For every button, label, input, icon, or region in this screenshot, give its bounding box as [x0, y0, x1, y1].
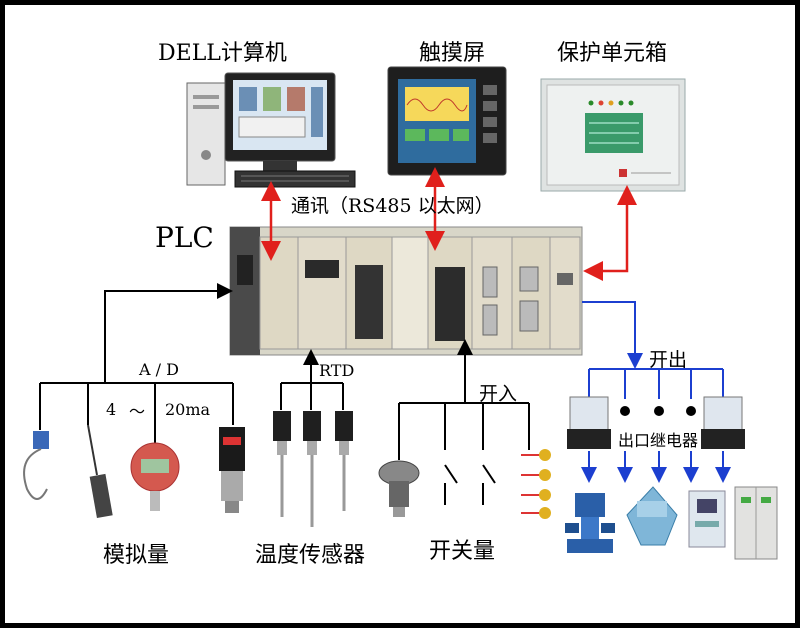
pump-icon: [565, 493, 615, 553]
touchscreen-label: 触摸屏: [419, 41, 486, 66]
protection-unit-icon: [540, 78, 686, 192]
relay-dots: [620, 406, 696, 416]
comm-label: 通讯（RS485 以太网）: [291, 195, 494, 217]
di-wiring: [398, 339, 530, 505]
computer-icon: [186, 72, 356, 188]
do-wiring: [581, 301, 731, 483]
switch-label: 开关量: [429, 539, 496, 564]
temperature-sensor-icons: [273, 411, 353, 527]
diagram-canvas: DELL计算机 触摸屏 保护单元箱 通讯（RS485 以太网） PLC A / …: [5, 5, 795, 623]
touchscreen-icon: [387, 66, 507, 176]
computer-label: DELL计算机: [158, 41, 287, 66]
diagram-graphics: [23, 66, 778, 560]
range-high-label: 20ma: [165, 400, 211, 419]
do-label: 开出: [649, 349, 688, 371]
rtd-label: RTD: [319, 361, 355, 380]
relay-icon-left: [567, 396, 611, 449]
relay-label: 出口继电器: [618, 431, 699, 450]
proximity-sensor-icon: [87, 424, 113, 519]
pressure-gauge-icon: [130, 442, 180, 511]
pressure-probe-icon: [23, 431, 49, 500]
temperature-label: 温度传感器: [255, 543, 366, 568]
fan-unit-icon: [626, 486, 678, 546]
range-tilde-label: ～: [129, 402, 146, 421]
relay-icon-right: [701, 396, 745, 449]
plc-rack-icon: [229, 226, 583, 356]
cabinet-icon: [734, 486, 778, 560]
protection-unit-label: 保护单元箱: [557, 41, 668, 66]
analog-wiring: [39, 283, 234, 445]
indicator-lamps-icon: [521, 449, 551, 519]
plc-label: PLC: [155, 221, 214, 254]
comm-arrow-protection: [583, 185, 637, 281]
rtd-wiring: [280, 349, 344, 410]
di-label: 开入: [479, 383, 518, 405]
switch-device-icon: [378, 460, 420, 517]
ad-label: A / D: [139, 360, 179, 379]
analog-label: 模拟量: [103, 543, 170, 568]
range-low-label: 4: [106, 400, 117, 419]
machine-icon: [688, 490, 726, 548]
pressure-transmitter-icon: [219, 427, 245, 513]
